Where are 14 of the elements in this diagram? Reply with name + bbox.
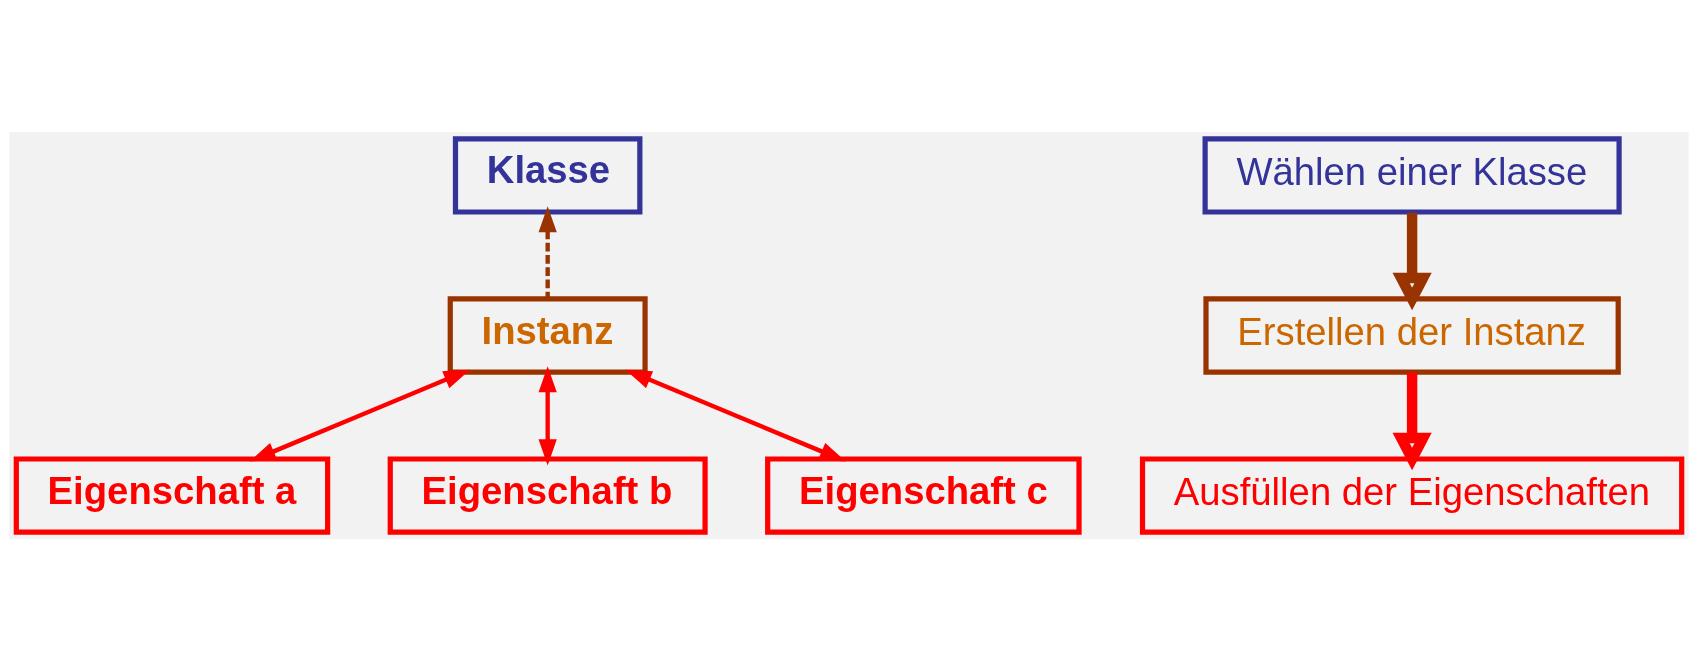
node-box: Klasse — [452, 136, 643, 215]
node-box: Eigenschaft c — [765, 456, 1082, 535]
arrow — [538, 366, 557, 466]
node-box: Eigenschaft a — [13, 456, 331, 535]
node-box: Eigenschaft b — [387, 456, 708, 535]
arrow — [1392, 372, 1432, 471]
arrow — [538, 206, 557, 299]
arrow — [625, 369, 846, 462]
arrow — [249, 369, 470, 462]
node-box: Erstellen der Instanz — [1203, 296, 1621, 375]
node-box: Instanz — [447, 296, 648, 375]
node-box: Ausfüllen der Eigenschaften — [1139, 456, 1685, 535]
arrow — [1392, 212, 1432, 311]
node-box: Wählen einer Klasse — [1202, 136, 1622, 215]
